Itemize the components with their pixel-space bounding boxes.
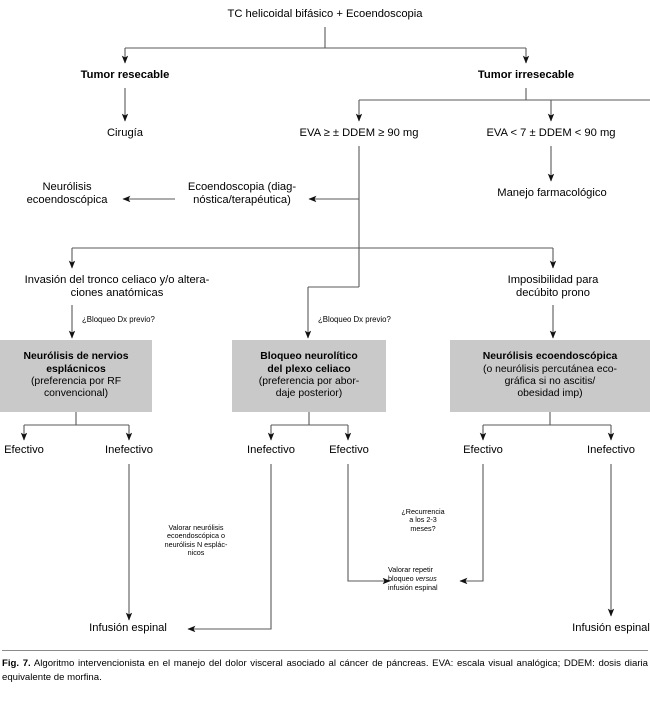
label-recurrencia: ¿Recurrencia a los 2-3 meses? (401, 507, 445, 533)
node-neurolisis-ecoendoscopica: Neurólisis ecoendoscópica (26, 181, 108, 207)
label-bloqueo-dx-previo-1: ¿Bloqueo Dx previo? (82, 315, 155, 324)
outcome-box1-efectivo: Efectivo (4, 444, 44, 456)
node-tumor-irresecable: Tumor irresecable (477, 69, 575, 81)
valorar-repetir-line1: Valorar repetir (388, 565, 434, 574)
label-bloqueo-dx-previo-2: ¿Bloqueo Dx previo? (318, 315, 391, 324)
box-neurolisis-ecoendoscopica[interactable]: Neurólisis ecoendoscópica (o neurólisis … (450, 340, 650, 412)
valorar-repetir-line2a: bloqueo (388, 574, 416, 583)
node-eva-baja: EVA < 7 ± DDEM < 90 mg (486, 127, 616, 139)
label-valorar-neurolisis: Valorar neurólisis ecoendoscópica o neur… (164, 523, 228, 558)
outcome-box1-inefectivo: Inefectivo (105, 444, 153, 456)
label-valorar-repetir: Valorar repetir bloqueo versus infusión … (388, 565, 466, 592)
outcome-box2-efectivo: Efectivo (329, 444, 369, 456)
node-imposibilidad-decubito: Imposibilidad para decúbito prono (507, 274, 599, 300)
outcome-box3-efectivo: Efectivo (463, 444, 503, 456)
node-tumor-resecable: Tumor resecable (80, 69, 170, 81)
node-root: TC helicoidal bifásico + Ecoendoscopia (227, 8, 423, 20)
box3-subtext: (o neurólisis percutánea eco- gráfica si… (483, 363, 617, 400)
outcome-box2-inefectivo: Inefectivo (247, 444, 295, 456)
box-neurolisis-esplacnicos[interactable]: Neurólisis de nervios esplácnicos (prefe… (0, 340, 152, 412)
node-eva-alta: EVA ≥ ± DDEM ≥ 90 mg (299, 127, 419, 139)
valorar-repetir-line3: infusión espinal (388, 583, 438, 592)
box2-subtext: (preferencia por abor- daje posterior) (258, 376, 360, 400)
outcome-box3-inefectivo: Inefectivo (587, 444, 635, 456)
node-ecoendoscopia: Ecoendoscopia (diag- nóstica/terapéutica… (187, 181, 297, 207)
node-cirugia: Cirugía (106, 127, 144, 139)
node-manejo-farmacologico: Manejo farmacológico (497, 187, 607, 199)
box-bloqueo-plexo-celiaco[interactable]: Bloqueo neurolítico del plexo celiaco (p… (232, 340, 386, 412)
valorar-repetir-versus: versus (415, 574, 437, 583)
box3-heading: Neurólisis ecoendoscópica (482, 351, 618, 363)
caption-divider (2, 650, 648, 651)
node-infusion-espinal-derecha: Infusión espinal (572, 622, 650, 634)
box1-subtext: (preferencia por RF convencional) (30, 376, 122, 400)
box1-heading: Neurólisis de nervios esplácnicos (23, 351, 129, 375)
figure-caption: Fig. 7. Algoritmo intervencionista en el… (2, 657, 648, 685)
node-invasion-tronco-celiaco: Invasión del tronco celiaco y/o altera- … (24, 274, 210, 300)
box2-heading: Bloqueo neurolítico del plexo celiaco (260, 351, 358, 375)
figure-number: Fig. 7. (2, 658, 31, 669)
node-infusion-espinal-izquierda: Infusión espinal (89, 622, 167, 634)
figure-caption-text: Algoritmo intervencionista en el manejo … (2, 658, 648, 683)
